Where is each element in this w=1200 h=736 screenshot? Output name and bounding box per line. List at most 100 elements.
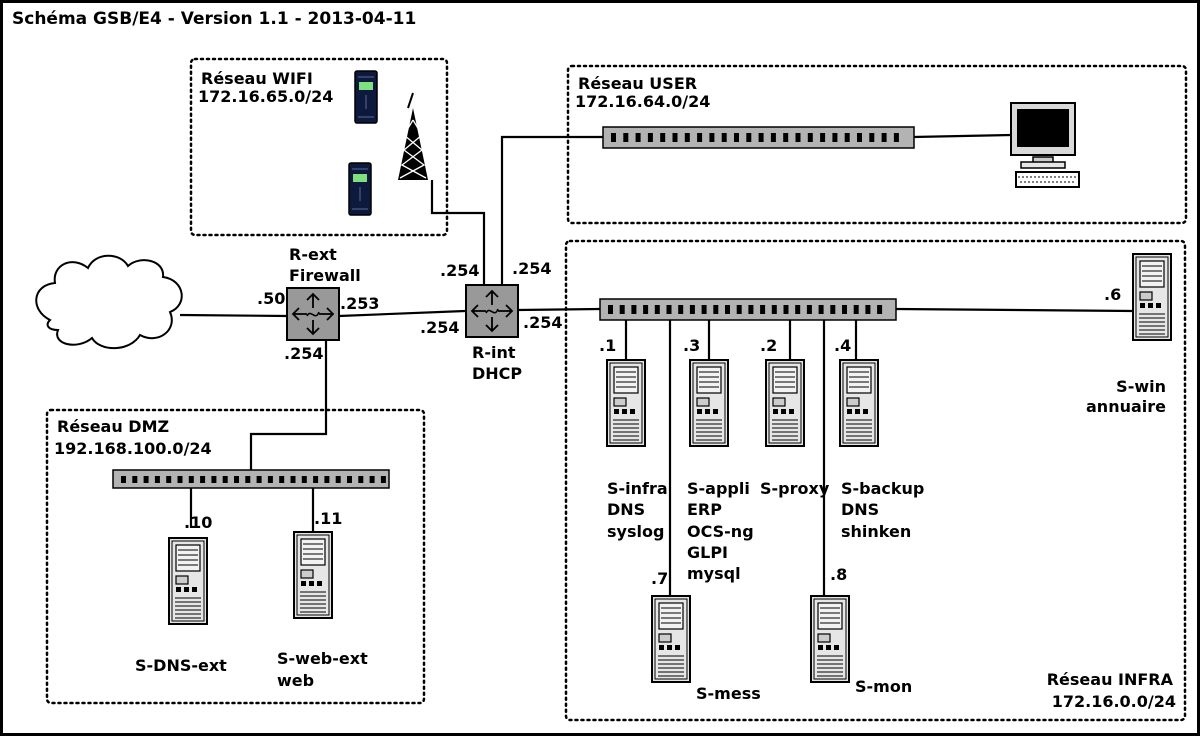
switch-port [795, 133, 801, 142]
switch-port [842, 305, 847, 314]
s-backup-label-2: DNS [841, 500, 879, 519]
zone-user-name: Réseau USER [578, 74, 697, 93]
switch-port [725, 305, 730, 314]
switch-port [380, 476, 386, 483]
switch-port [324, 476, 330, 483]
switch-port [200, 476, 206, 483]
switch-port [857, 133, 862, 142]
zone-dmz [45, 408, 426, 705]
zone-user-subnet: 172.16.64.0/24 [575, 92, 710, 111]
switch-port [701, 305, 707, 314]
zone-dmz-name: Réseau DMZ [57, 417, 169, 436]
s-infra-label-1: S-infra [607, 479, 668, 498]
router-ext-name: R-ext [289, 245, 337, 264]
switch-port [256, 476, 262, 483]
switch-port [154, 476, 160, 483]
switch-port [881, 133, 887, 142]
switch-port [132, 476, 138, 483]
switch-port [121, 476, 126, 483]
switch-port [290, 476, 296, 483]
server-tower-icon [1132, 253, 1172, 341]
zone-infra-name: Réseau INFRA [1047, 670, 1174, 689]
s-appli-ip: .3 [683, 336, 700, 355]
switch-port [166, 476, 172, 483]
wifi-antenna-icon [398, 92, 428, 180]
switch-port [684, 133, 690, 142]
switch-port [672, 133, 678, 142]
switch-port [748, 305, 754, 314]
switch-port [245, 476, 251, 483]
switch-port [760, 305, 766, 314]
switch-port [771, 305, 777, 314]
server-tower-icon [689, 359, 729, 447]
switch-port [783, 133, 789, 142]
switch-port [222, 476, 228, 483]
s-backup-label: S-backup DNS shinken [841, 479, 924, 541]
switch-port [143, 476, 149, 483]
switch-port [689, 305, 695, 314]
switch-port [635, 133, 641, 142]
router-int-ip-user: .254 [512, 259, 551, 278]
switch-port [865, 305, 871, 314]
switch-port [279, 476, 285, 483]
switch-icon [112, 469, 390, 489]
switch-port [818, 305, 824, 314]
server-tower-icon [839, 359, 879, 447]
switch-port [697, 133, 703, 142]
diagram-title: Schéma GSB/E4 - Version 1.1 - 2013-04-11 [12, 9, 416, 29]
s-appli-label-3: OCS-ng [687, 522, 754, 541]
router-int-name: R-int [472, 343, 516, 362]
s-web-ext-label: S-web-ext web [277, 649, 368, 690]
switch-port [736, 305, 742, 314]
switch-port [869, 133, 875, 142]
switch-port [709, 133, 715, 142]
zone-user [566, 64, 1188, 225]
s-proxy-label: S-proxy [760, 479, 830, 498]
switch-port [795, 305, 801, 314]
server-tower-icon [810, 595, 850, 683]
zone-wifi-subnet: 172.16.65.0/24 [198, 87, 333, 106]
router-int-role: DHCP [472, 364, 522, 383]
switch-port [177, 476, 183, 483]
s-infra-label-2: DNS [607, 500, 645, 519]
switch-port [660, 133, 666, 142]
router-int-ip-wifi: .254 [440, 261, 479, 280]
switch-port [643, 305, 649, 314]
desktop-computer-icon [1010, 102, 1080, 188]
s-appli-label-4: GLPI [687, 543, 728, 562]
s-dns-ext-ip: .10 [184, 513, 212, 532]
switch-port [678, 305, 684, 314]
s-win-ip: .6 [1104, 285, 1121, 304]
switch-port [713, 305, 719, 314]
server-tower-icon [606, 359, 646, 447]
switch-port [188, 476, 194, 483]
switch-port [611, 133, 616, 142]
s-appli-label-2: ERP [687, 500, 722, 519]
switch-port [893, 133, 899, 142]
server-tower-icon [168, 537, 208, 625]
zone-wifi [189, 57, 449, 237]
s-backup-label-3: shinken [841, 522, 911, 541]
switch-port [721, 133, 727, 142]
router-int-ip-ext: .254 [420, 318, 459, 337]
switch-port [844, 133, 850, 142]
switch-port [806, 305, 812, 314]
switch-port [301, 476, 307, 483]
switch-port [647, 133, 653, 142]
switch-port [369, 476, 375, 483]
switch-port [734, 133, 739, 142]
switch-port [770, 133, 776, 142]
switch-port [347, 476, 352, 483]
switch-port [358, 476, 364, 483]
server-tower-icon [765, 359, 805, 447]
switch-port [783, 305, 789, 314]
s-win-label-2: annuaire [1086, 397, 1166, 416]
switch-port [619, 305, 625, 314]
s-infra-ip: .1 [599, 336, 616, 355]
s-web-ext-label-2: web [277, 671, 314, 690]
switch-port [830, 305, 836, 314]
s-infra-label: S-infra DNS syslog [607, 479, 668, 541]
switch-icon [602, 126, 915, 149]
zone-infra-subnet: 172.16.0.0/24 [1052, 692, 1176, 711]
